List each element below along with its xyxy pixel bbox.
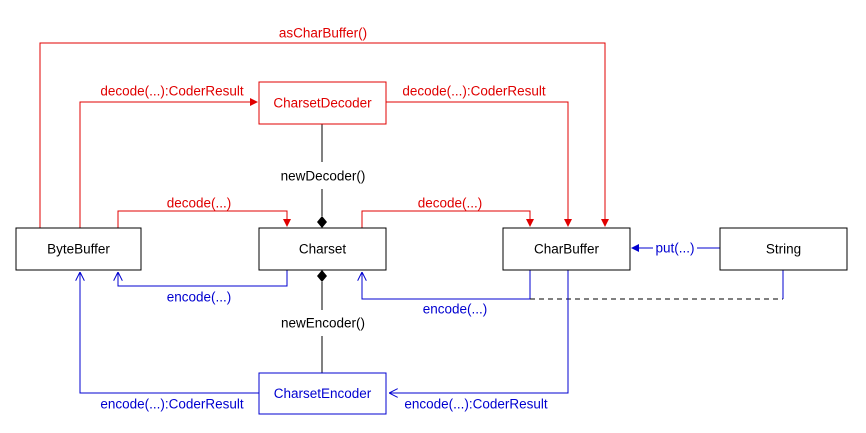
decode-bytebuffer-decoder-label: decode(...):CoderResult <box>100 84 244 99</box>
new-decoder-label: newDecoder() <box>281 169 366 184</box>
charbuffer-node: CharBuffer <box>502 227 631 271</box>
as-char-buffer-label: asCharBuffer() <box>279 26 367 41</box>
decode-bytebuffer-charset-edge <box>117 210 291 228</box>
encode-charbuffer-encoder-edge <box>390 270 569 393</box>
charsetencoder-node: CharsetEncoder <box>258 372 387 415</box>
bytebuffer-node: ByteBuffer <box>15 227 142 271</box>
as-char-buffer-edge <box>39 42 609 228</box>
decode-decoder-charbuffer-label: decode(...):CoderResult <box>402 84 546 99</box>
encode-charbuffer-encoder-label: encode(...):CoderResult <box>404 397 548 412</box>
charset-label: Charset <box>299 242 347 257</box>
decode-charset-charbuffer-edge <box>361 210 534 228</box>
charsetencoder-label: CharsetEncoder <box>274 386 372 401</box>
decode-decoder-charbuffer-edge <box>386 101 572 227</box>
bytebuffer-label: ByteBuffer <box>47 242 110 257</box>
charbuffer-label: CharBuffer <box>534 242 600 257</box>
encode-encoder-bytebuffer-edge <box>80 273 259 394</box>
charsetdecoder-node: CharsetDecoder <box>258 81 387 125</box>
decode-bytebuffer-charset-label: decode(...) <box>167 196 232 211</box>
encoder-composition-diamond <box>317 270 327 282</box>
decode-charset-charbuffer-label: decode(...) <box>418 196 483 211</box>
encode-charbuffer-charset-edge <box>362 270 531 300</box>
new-encoder-label: newEncoder() <box>281 316 365 331</box>
decoder-composition-diamond <box>317 216 327 228</box>
encode-charbuffer-charset-label: encode(...) <box>423 302 488 317</box>
decode-bytebuffer-decoder-edge <box>79 98 258 228</box>
charset-node: Charset <box>258 227 387 271</box>
encode-charset-bytebuffer-edge <box>118 270 288 287</box>
string-label: String <box>766 242 801 257</box>
encode-charset-bytebuffer-label: encode(...) <box>167 290 232 305</box>
string-node: String <box>719 227 848 271</box>
encode-encoder-bytebuffer-label: encode(...):CoderResult <box>100 397 244 412</box>
put-label: put(...) <box>655 241 694 256</box>
charsetdecoder-label: CharsetDecoder <box>273 96 372 111</box>
